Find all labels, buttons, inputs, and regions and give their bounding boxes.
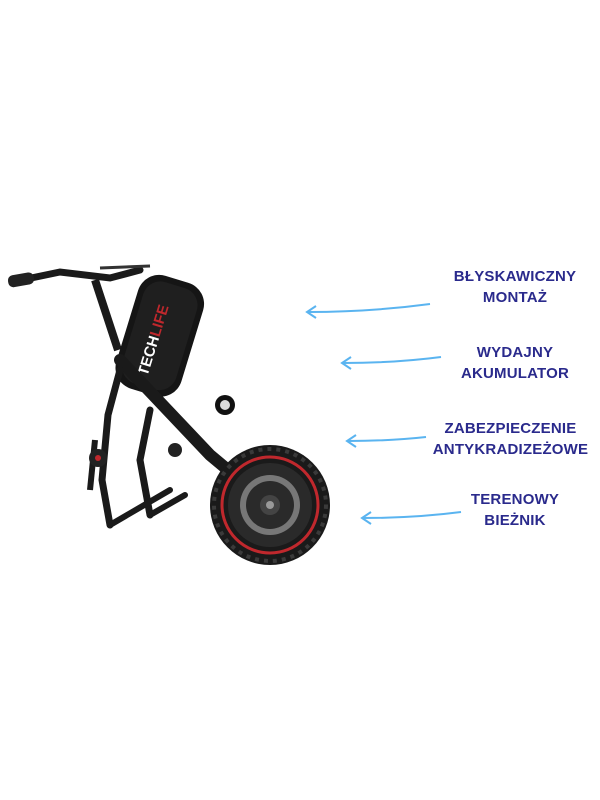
ebike-attachment-illustration: TECHLIFE (7, 264, 330, 565)
product-image: TECHLIFE (0, 240, 340, 570)
feature-4-line1: TERENOWY (470, 491, 560, 508)
feature-label-4: TERENOWY BIEŻNIK (440, 489, 590, 531)
arrow-left-icon (360, 511, 462, 525)
feature-2-line2: AKUMULATOR (460, 365, 570, 382)
feature-3-line1: ZABEZPIECZENIE (444, 420, 577, 437)
feature-1-line2: MONTAŻ (482, 289, 548, 306)
feature-3-line2: ANTYKRADIZEŻOWE (432, 441, 589, 458)
arrow-left-icon (305, 303, 431, 319)
feature-label-2: WYDAJNY AKUMULATOR (440, 342, 590, 384)
feature-label-1: BŁYSKAWICZNY MONTAŻ (440, 266, 590, 308)
feature-2-line1: WYDAJNY (476, 344, 554, 361)
feature-1-line1: BŁYSKAWICZNY (453, 268, 577, 285)
arrow-left-icon (345, 434, 427, 448)
arrow-left-icon (340, 356, 442, 370)
feature-label-3: ZABEZPIECZENIE ANTYKRADIZEŻOWE (428, 418, 593, 460)
feature-4-line2: BIEŻNIK (484, 512, 546, 529)
